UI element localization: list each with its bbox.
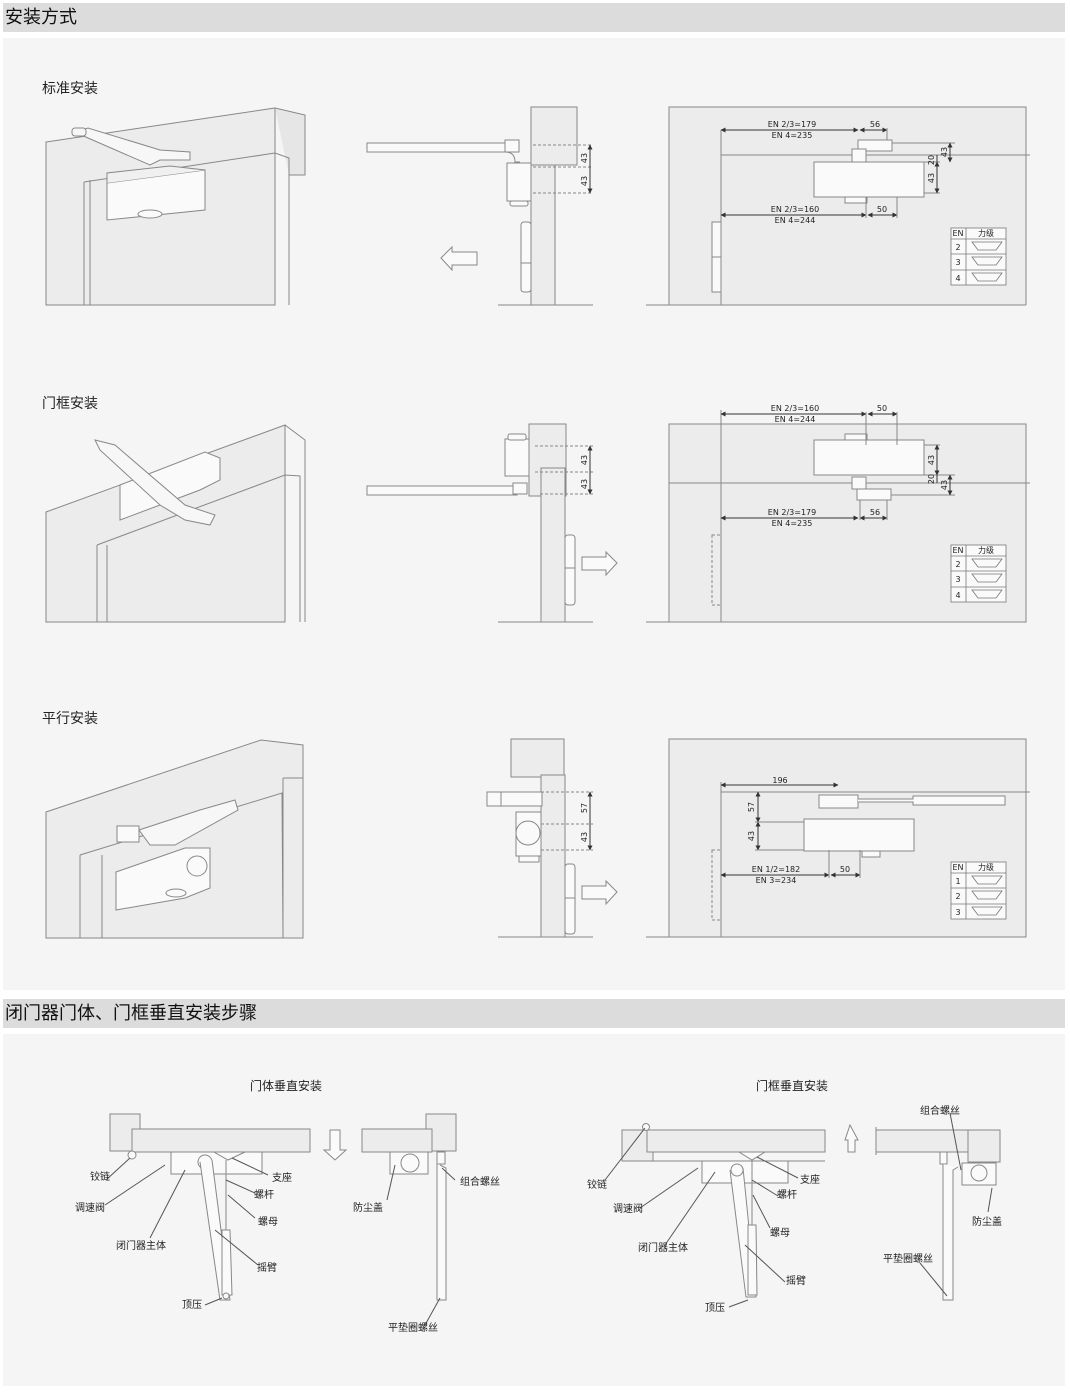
- force-table-cell: 1: [955, 877, 960, 886]
- plan-dim-bottom-a: EN 2/3=160: [771, 205, 819, 214]
- label-dust-cover: 防尘盖: [972, 1215, 1002, 1228]
- plan-dim-top-b: EN 4=235: [772, 131, 813, 140]
- plan-dim-left-1: 57: [747, 802, 756, 812]
- frame-vertical-step2: [875, 1112, 1001, 1301]
- plan-dim-right-1: 43: [927, 455, 936, 465]
- row-label-standard: 标准安装: [42, 81, 98, 97]
- label-screw-rod: 螺杆: [777, 1189, 797, 1201]
- plan-dim-top-a: 196: [772, 776, 787, 785]
- row-label-parallel: 平行安装: [42, 711, 98, 727]
- plan-dim-top-a: EN 2/3=179: [768, 120, 816, 129]
- plan-dim-bottom-right: 50: [840, 865, 850, 874]
- label-valve: 调速阀: [613, 1202, 643, 1215]
- force-table-cell: 4: [955, 591, 960, 600]
- plan-view-parallel: [646, 738, 1030, 938]
- plan-dim-right-3: 43: [940, 480, 949, 490]
- diagram-title-door: 门体垂直安装: [250, 1079, 323, 1093]
- label-top-press: 顶压: [182, 1299, 202, 1311]
- label-valve: 调速阀: [75, 1201, 105, 1214]
- label-support: 支座: [272, 1171, 292, 1184]
- door-vertical-step1: [104, 1113, 348, 1306]
- plan-dim-top-a: EN 2/3=160: [771, 404, 819, 413]
- plan-dim-top-right: 50: [877, 404, 887, 413]
- force-table-parallel: [950, 861, 1007, 920]
- plan-dim-bottom-right: 56: [870, 508, 880, 517]
- plan-dim-left-2: 43: [747, 831, 756, 841]
- section-title-vertical-steps: 闭门器门体、门框垂直安装步骤: [3, 999, 1065, 1028]
- plan-dim-top-b: EN 4=244: [775, 415, 816, 424]
- side-section-standard: [366, 106, 593, 306]
- force-table-header-force: 力级: [978, 862, 994, 872]
- force-table-cell: 3: [955, 908, 960, 917]
- label-arm: 摇臂: [257, 1261, 277, 1274]
- plan-dim-bottom-a: EN 1/2=182: [752, 865, 800, 874]
- label-combo-screw: 组合螺丝: [460, 1175, 500, 1188]
- force-table-frame: [950, 544, 1007, 603]
- plan-view-standard: [646, 106, 1030, 306]
- label-screw-rod: 螺杆: [254, 1189, 274, 1201]
- label-hinge: 铰链: [90, 1170, 110, 1183]
- force-table-header-en: EN: [952, 863, 963, 872]
- plan-dim-right-2: 20: [927, 155, 936, 165]
- force-table-header-en: EN: [952, 229, 963, 238]
- label-nut: 螺母: [770, 1227, 790, 1239]
- plan-dim-bottom-b: EN 3=234: [756, 876, 797, 885]
- side-section-frame: [366, 423, 618, 623]
- diagram-title-frame: 门框垂直安装: [756, 1079, 829, 1093]
- section-title-install-methods: 安装方式: [3, 3, 1065, 32]
- plan-dim-bottom-a: EN 2/3=179: [768, 508, 816, 517]
- label-top-press: 顶压: [705, 1302, 725, 1314]
- plan-dim-bottom-b: EN 4=244: [775, 216, 816, 225]
- label-nut: 螺母: [258, 1216, 278, 1228]
- force-table-header-force: 力级: [978, 228, 994, 238]
- iso-drawing-standard: [45, 107, 306, 306]
- force-table-cell: 4: [955, 274, 960, 283]
- row-label-frame: 门框安装: [42, 396, 98, 412]
- plan-dim-right-3: 43: [927, 173, 936, 183]
- force-table-standard: [950, 227, 1007, 286]
- plan-view-frame: [646, 410, 1030, 623]
- side-dim-1: 43: [580, 153, 589, 163]
- force-table-header-en: EN: [952, 546, 963, 555]
- side-section-parallel: [486, 738, 618, 938]
- force-table-cell: 3: [955, 258, 960, 267]
- label-arm: 摇臂: [786, 1274, 806, 1287]
- plan-dim-right-2: 20: [927, 474, 936, 484]
- label-hinge: 铰链: [587, 1178, 607, 1191]
- label-body: 闭门器主体: [638, 1241, 688, 1254]
- label-body: 闭门器主体: [116, 1239, 166, 1252]
- label-combo-screw: 组合螺丝: [920, 1104, 960, 1117]
- iso-drawing-parallel: [45, 739, 304, 939]
- force-table-cell: 2: [955, 892, 960, 901]
- force-table-cell: 3: [955, 575, 960, 584]
- frame-vertical-step1: [604, 1123, 859, 1308]
- plan-dim-bottom-right: 50: [877, 205, 887, 214]
- plan-dim-top-right: 56: [870, 120, 880, 129]
- label-washer-screw: 平垫圈螺丝: [388, 1321, 438, 1334]
- door-vertical-step2: [361, 1113, 457, 1326]
- install-methods-drawings: 43 43 EN 2/3=179 EN 4=235 56 EN 2/3=160 …: [45, 106, 1030, 939]
- force-table-cell: 2: [955, 560, 960, 569]
- side-dim-1: 57: [580, 803, 589, 813]
- force-table-header-force: 力级: [978, 545, 994, 555]
- side-dim-2: 43: [580, 176, 589, 186]
- plan-dim-right-1: 43: [940, 147, 949, 157]
- vertical-steps-panel: [3, 1034, 1065, 1386]
- label-dust-cover: 防尘盖: [353, 1201, 383, 1214]
- label-support: 支座: [800, 1173, 820, 1186]
- side-dim-2: 43: [580, 479, 589, 489]
- force-table-cell: 2: [955, 243, 960, 252]
- label-washer-screw: 平垫圈螺丝: [883, 1252, 933, 1265]
- side-dim-1: 43: [580, 455, 589, 465]
- plan-dim-bottom-b: EN 4=235: [772, 519, 813, 528]
- iso-drawing-frame: [45, 424, 306, 623]
- side-dim-2: 43: [580, 832, 589, 842]
